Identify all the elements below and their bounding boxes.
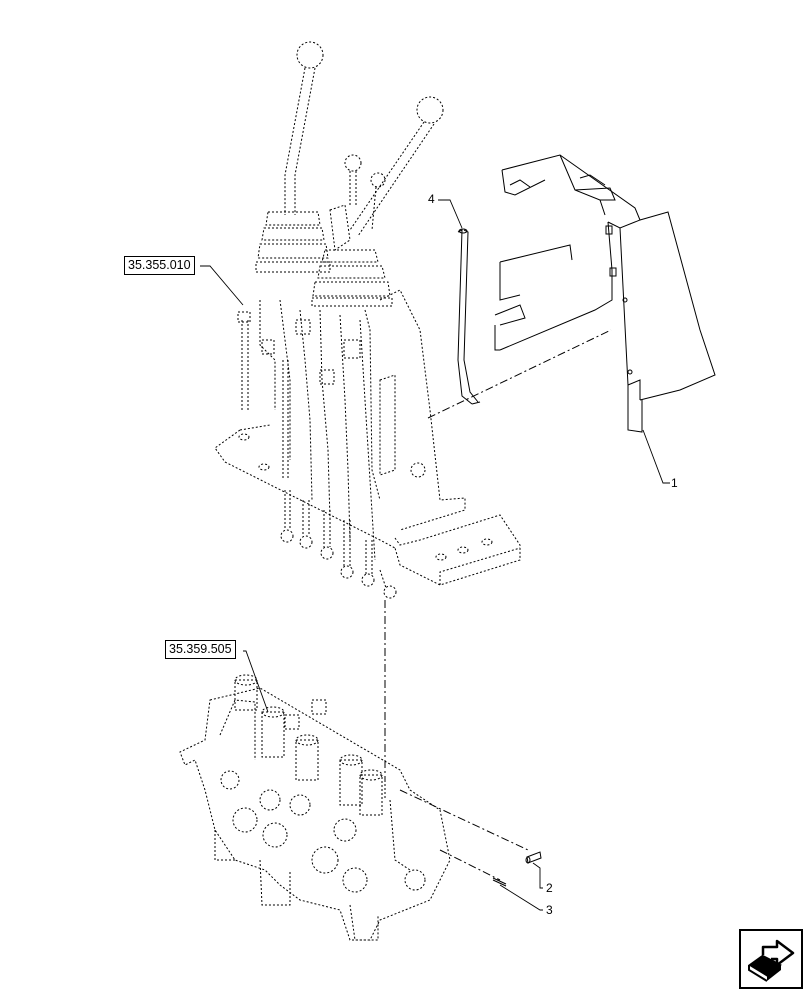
cover-panel — [494, 154, 716, 433]
next-page-button[interactable] — [739, 929, 803, 989]
leader-lines — [200, 199, 670, 911]
control-valve — [179, 674, 451, 941]
rod-ends — [280, 490, 397, 599]
next-page-arrow-icon — [748, 939, 795, 982]
reference-box-lower[interactable]: 35.359.505 — [165, 640, 236, 659]
rod — [457, 228, 481, 405]
callout-item-3: 3 — [546, 903, 553, 917]
callout-item-4: 4 — [428, 192, 435, 206]
control-levers — [284, 41, 444, 237]
assembly-lines — [384, 329, 612, 881]
lever-boots — [255, 204, 393, 307]
split-pin — [492, 877, 507, 887]
callout-item-2: 2 — [546, 881, 553, 895]
reference-box-upper[interactable]: 35.355.010 — [124, 256, 195, 275]
callout-item-1: 1 — [671, 476, 678, 490]
mounting-bracket — [214, 289, 521, 586]
pin — [525, 851, 542, 864]
lever-linkage — [237, 299, 376, 561]
